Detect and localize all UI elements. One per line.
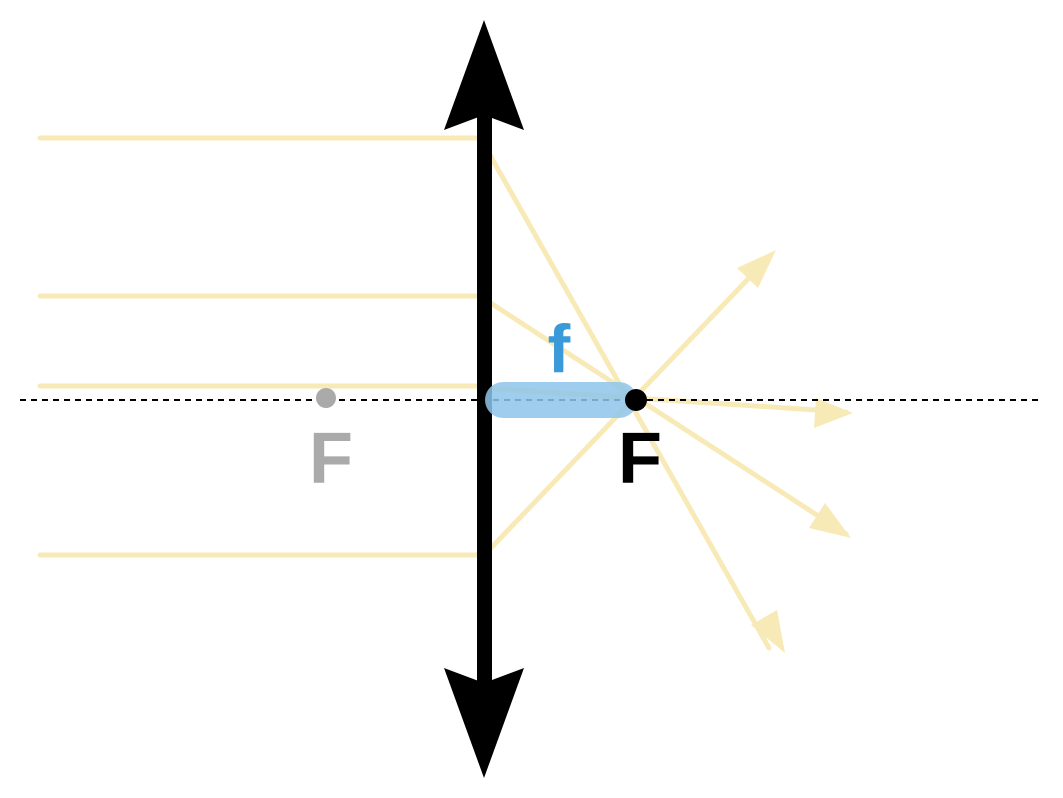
lens-top-arrowhead-icon xyxy=(444,20,524,130)
ray-arrowhead xyxy=(751,610,785,653)
lens-body xyxy=(477,108,492,692)
ray-arrowhead xyxy=(737,250,776,288)
incoming-rays xyxy=(37,135,487,558)
refracted-ray xyxy=(483,297,849,537)
ray-arrowhead xyxy=(809,503,851,538)
back-focal-point-label: F xyxy=(618,419,662,499)
ray-arrowheads xyxy=(737,250,853,653)
back-focal-point-dot xyxy=(625,389,647,411)
front-focal-point-label: F xyxy=(309,419,353,499)
ray-arrowhead xyxy=(814,398,853,428)
front-focal-point-dot xyxy=(316,388,336,408)
lens-bottom-arrowhead-icon xyxy=(444,668,524,778)
focal-length-label: f xyxy=(548,311,571,387)
lens-symbol xyxy=(444,20,524,778)
